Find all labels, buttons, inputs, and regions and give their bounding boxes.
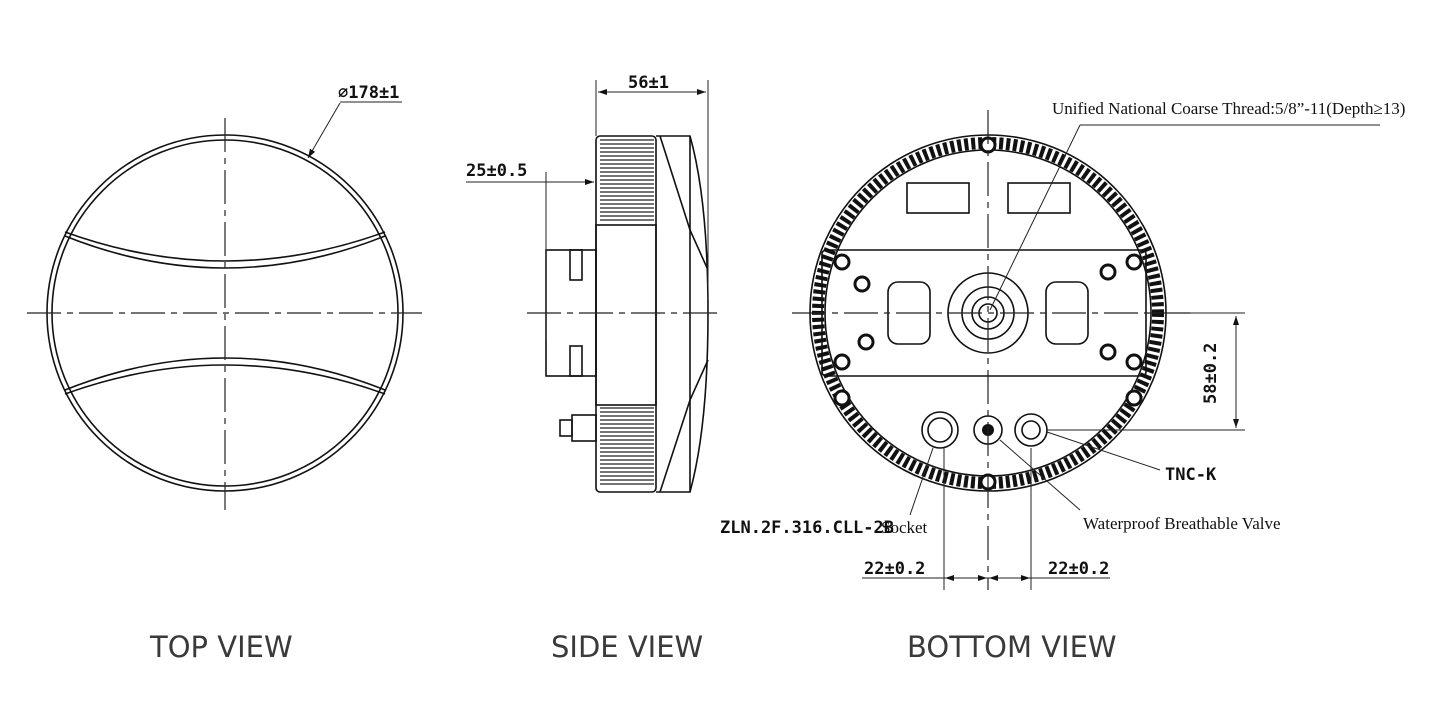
socket-label: Socket [881,518,928,537]
screw-icon [1125,389,1143,407]
left-spacing-dim: 22±0.2 [864,559,925,579]
side-view: 56±1 25±0.5 [466,73,720,493]
top-view: ⌀178±1 [27,83,422,510]
thread-note: Unified National Coarse Thread:5/8”-11(D… [1052,99,1405,118]
screw-icon [833,253,851,271]
screw-icon [1099,343,1117,361]
screw-icon [1125,253,1143,271]
screw-icon [833,353,851,371]
side-offset-dim: 25±0.5 [466,161,527,181]
tnc-connector [1014,413,1048,447]
screw-icon [1125,353,1143,371]
top-diameter-dim: ⌀178±1 [338,83,399,103]
screw-icon [857,333,875,351]
valve-label: Waterproof Breathable Valve [1083,514,1281,533]
socket-code: ZLN.2F.316.CLL-2B [720,518,894,538]
screw-icon [853,275,871,293]
vertical-dim: 58±0.2 [1201,343,1221,404]
side-view-caption: SIDE VIEW [551,630,703,664]
right-spacing-dim: 22±0.2 [1048,559,1109,579]
side-fins [600,139,654,485]
screw-icon [833,389,851,407]
socket-connector [921,411,959,449]
screws [833,136,1143,491]
bottom-view-caption: BOTTOM VIEW [907,630,1117,664]
bottom-view: Unified National Coarse Thread:5/8”-11(D… [720,99,1405,590]
screw-icon [1099,263,1117,281]
tnc-label: TNC-K [1165,465,1217,485]
top-view-caption: TOP VIEW [149,630,293,664]
side-height-dim: 56±1 [628,73,669,93]
